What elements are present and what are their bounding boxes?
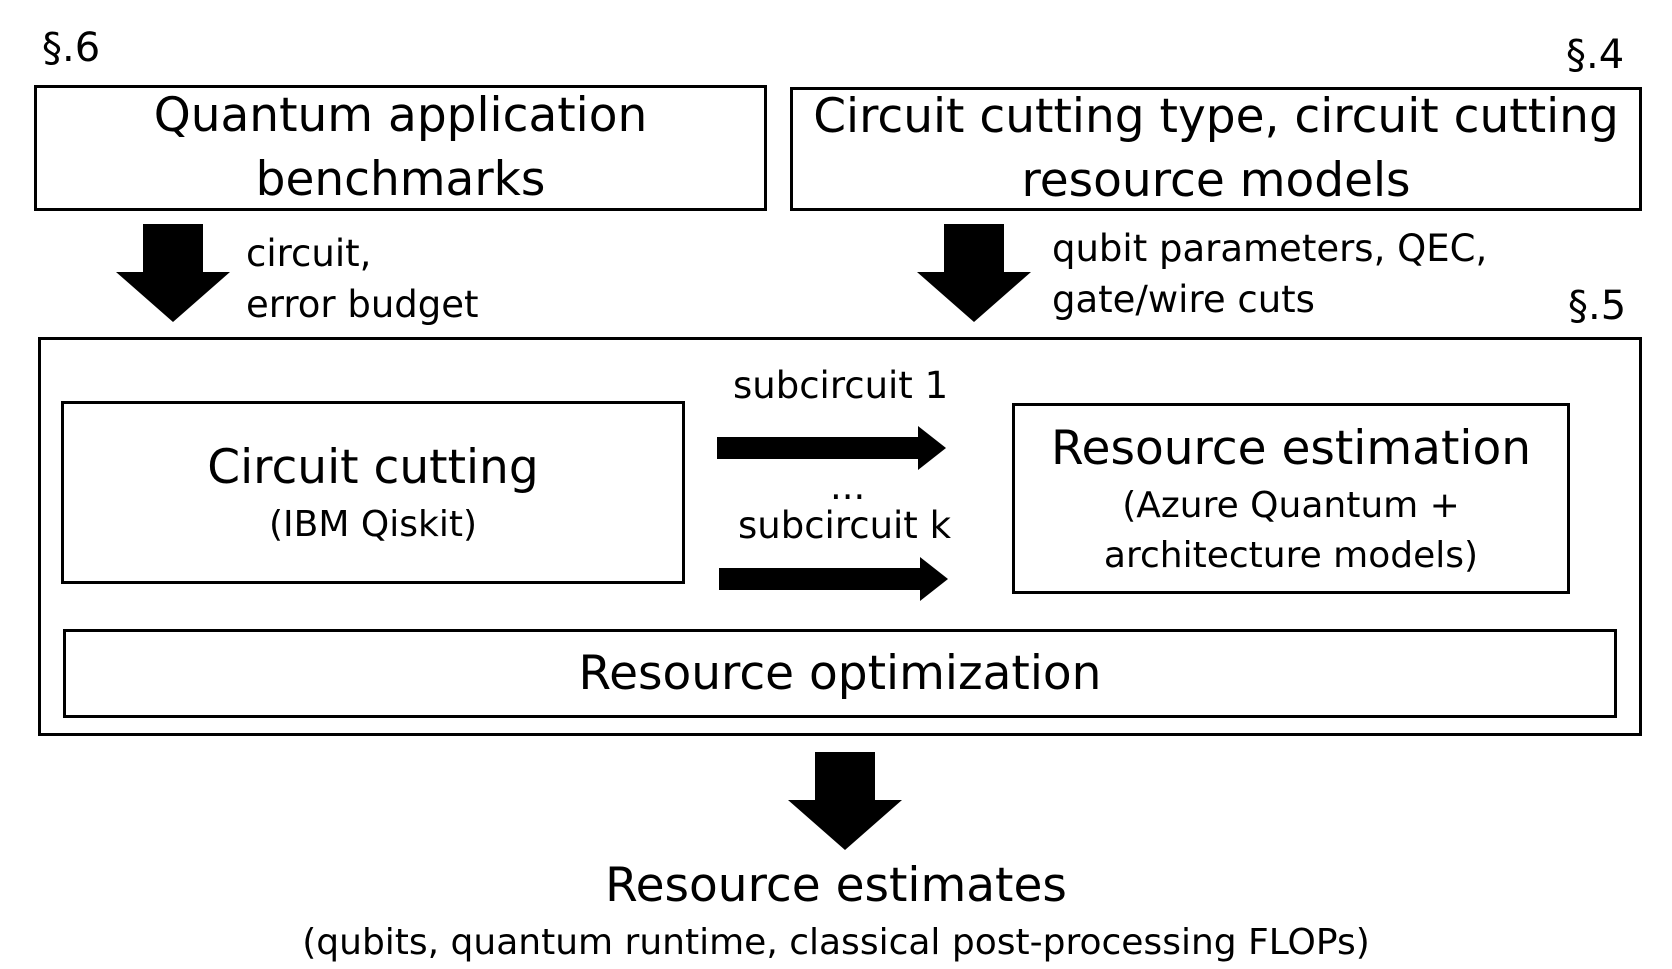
edge-label-error-budget: error budget xyxy=(246,283,479,326)
output-subtitle: (qubits, quantum runtime, classical post… xyxy=(302,922,1370,963)
resource-estimation-title: Resource estimation xyxy=(1051,420,1531,476)
section-ref-4: §.4 xyxy=(1566,32,1625,78)
down-arrow-output-icon xyxy=(788,752,902,850)
circuit-cutting-box: Circuit cutting (IBM Qiskit) xyxy=(61,401,685,584)
circuit-cutting-subtitle: (IBM Qiskit) xyxy=(269,503,477,545)
section-ref-5: §.5 xyxy=(1568,283,1627,329)
output-title: Resource estimates xyxy=(605,858,1067,913)
cutting-models-label: Circuit cutting type, circuit cutting re… xyxy=(813,89,1619,208)
circuit-cutting-title: Circuit cutting xyxy=(207,439,539,495)
down-arrow-left-icon xyxy=(116,224,230,322)
section-ref-6: §.6 xyxy=(42,25,101,71)
edge-label-circuit: circuit, xyxy=(246,232,372,275)
cutting-models-box: Circuit cutting type, circuit cutting re… xyxy=(790,87,1642,211)
resource-estimation-subtitle-line2: architecture models) xyxy=(1103,534,1479,576)
right-arrow-subcircuit-1-icon xyxy=(717,426,946,470)
edge-label-qubit-parameters: qubit parameters, QEC, xyxy=(1052,227,1488,270)
subcircuit-ellipsis: ... xyxy=(830,465,866,508)
benchmarks-label: Quantum application benchmarks xyxy=(153,88,648,207)
resource-estimation-box: Resource estimation (Azure Quantum + arc… xyxy=(1012,403,1570,594)
resource-optimization-box: Resource optimization xyxy=(63,629,1617,718)
resource-estimation-subtitle-line1: (Azure Quantum + xyxy=(1122,484,1460,526)
resource-optimization-label: Resource optimization xyxy=(578,645,1102,701)
benchmarks-box: Quantum application benchmarks xyxy=(34,85,767,211)
down-arrow-right-icon xyxy=(917,224,1031,322)
subcircuit-k-label: subcircuit k xyxy=(738,504,952,547)
edge-label-cuts: gate/wire cuts xyxy=(1052,278,1315,321)
right-arrow-subcircuit-k-icon xyxy=(719,557,948,601)
subcircuit-1-label: subcircuit 1 xyxy=(733,364,949,407)
